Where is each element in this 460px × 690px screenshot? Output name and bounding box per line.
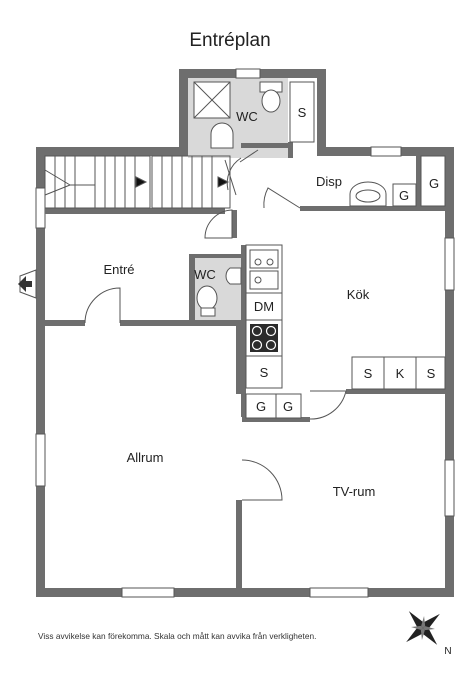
plan-title: Entréplan (189, 30, 271, 51)
room-label-disp: Disp (316, 174, 342, 189)
room-label-g-kitchen2: G (283, 399, 293, 414)
windows (35, 68, 455, 598)
entrance-arrow-icon (18, 276, 32, 292)
disclaimer-text: Viss avvikelse kan förekomma. Skala och … (38, 631, 317, 641)
room-label-s-kitchen-right2: S (427, 366, 436, 381)
compass-north-label: N (444, 646, 451, 657)
room-label-kok: Kök (347, 287, 370, 302)
room-label-allrum: Allrum (127, 450, 164, 465)
room-label-wc-upper: WC (236, 109, 258, 124)
room-label-storage-upper: S (298, 105, 307, 120)
room-label-s-kitchen-left: S (260, 365, 269, 380)
kitchen-units (245, 155, 446, 419)
room-label-s-kitchen-right1: S (364, 366, 373, 381)
disp-sink (349, 181, 387, 207)
room-label-g-kitchen1: G (256, 399, 266, 414)
room-label-g-disp1: G (399, 188, 409, 203)
compass-icon (406, 611, 440, 645)
wc-lower-fixtures (196, 267, 242, 317)
wc-upper-fixtures (193, 81, 315, 149)
room-label-g-disp2: G (429, 176, 439, 191)
room-label-entre: Entré (103, 262, 134, 277)
doors (19, 149, 347, 501)
room-label-tvrum: TV-rum (333, 484, 376, 499)
room-label-wc-lower: WC (194, 267, 216, 282)
staircase (44, 155, 231, 209)
interior-walls (45, 142, 445, 588)
room-label-k-kitchen: K (396, 366, 405, 381)
room-label-dm: DM (254, 299, 274, 314)
stove-icon (250, 324, 278, 352)
